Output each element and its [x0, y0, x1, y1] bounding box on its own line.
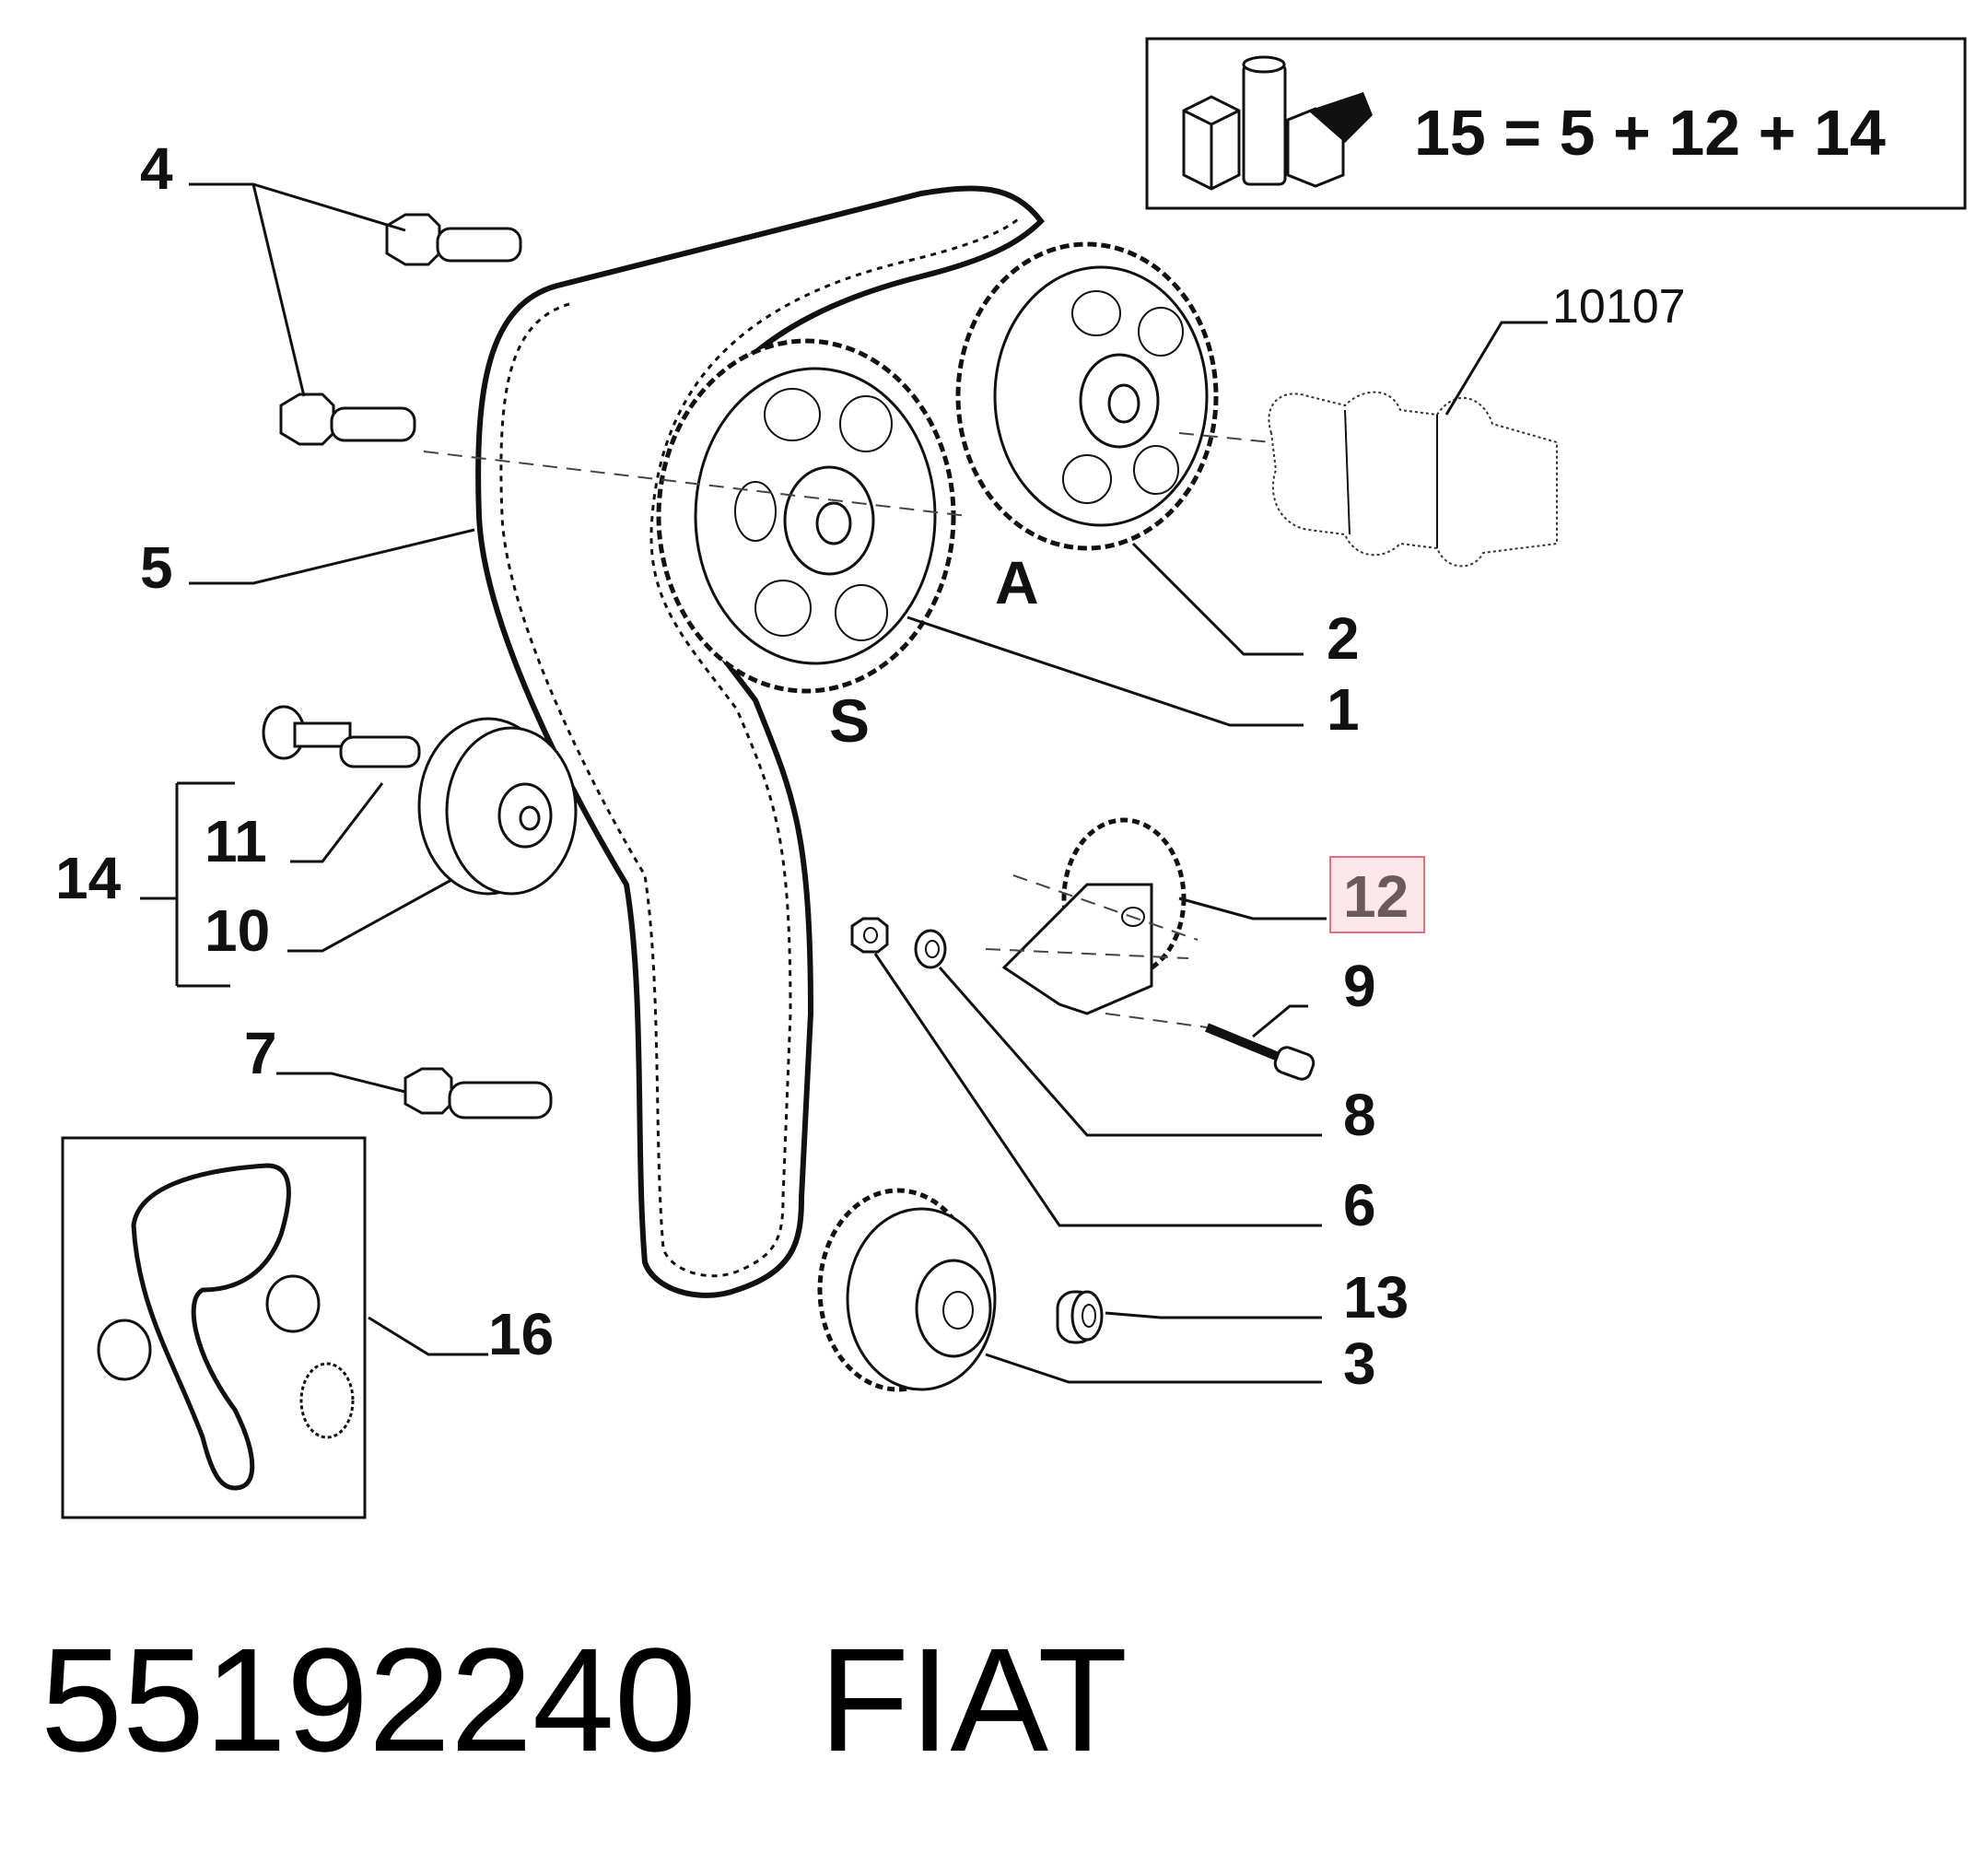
- timing-belt: [475, 185, 1045, 1298]
- callout-12-highlight[interactable]: 12: [1329, 856, 1425, 933]
- nut: [850, 917, 889, 954]
- callout-8[interactable]: 8: [1343, 1082, 1376, 1148]
- part-code: 55192240: [41, 1617, 696, 1782]
- crankshaft-pulley: [817, 1188, 997, 1392]
- bolt-7: [403, 1067, 553, 1119]
- callout-13[interactable]: 13: [1343, 1264, 1409, 1330]
- callout-14[interactable]: 14: [55, 845, 122, 911]
- reference-assembly-label: 10107: [1552, 280, 1686, 334]
- callout-1[interactable]: 1: [1327, 676, 1360, 743]
- washer: [914, 929, 947, 969]
- callout-5[interactable]: 5: [140, 534, 173, 601]
- brand-name: FIAT: [819, 1617, 1128, 1782]
- callout-2[interactable]: 2: [1327, 605, 1360, 672]
- bolt-lower: [279, 393, 416, 446]
- callout-6[interactable]: 6: [1343, 1172, 1376, 1238]
- footer-part-info: 55192240 FIAT: [41, 1626, 1128, 1774]
- callout-11[interactable]: 11: [205, 808, 267, 874]
- pulley-a-letter: A: [995, 548, 1039, 616]
- belt-kit-inset: [61, 1136, 367, 1519]
- idler-pulley: [417, 717, 578, 896]
- camshaft-pulley-s: [656, 338, 956, 694]
- kit-legend-box: 15 = 5 + 12 + 14: [1145, 37, 1967, 210]
- leader-lines: [140, 182, 1548, 1384]
- camshaft-pulley-a: [955, 241, 1219, 551]
- callout-7[interactable]: 7: [244, 1020, 277, 1086]
- callout-9[interactable]: 9: [1343, 953, 1376, 1019]
- tensioner: [985, 817, 1199, 1015]
- kit-boxes-icon: [1182, 55, 1373, 191]
- callout-4[interactable]: 4: [140, 135, 173, 202]
- bolt-upper: [385, 213, 522, 266]
- callout-12[interactable]: 12: [1343, 863, 1409, 930]
- kit-formula-text: 15 = 5 + 12 + 14: [1414, 97, 1886, 169]
- pulley-s-letter: S: [829, 686, 870, 755]
- callout-16[interactable]: 16: [488, 1301, 554, 1367]
- callout-3[interactable]: 3: [1343, 1330, 1376, 1397]
- tensioner-stud: [1205, 1023, 1316, 1081]
- spacer: [1056, 1290, 1104, 1344]
- callout-10[interactable]: 10: [205, 897, 270, 964]
- idler-bolt: [262, 705, 421, 768]
- camshaft: [1268, 391, 1558, 568]
